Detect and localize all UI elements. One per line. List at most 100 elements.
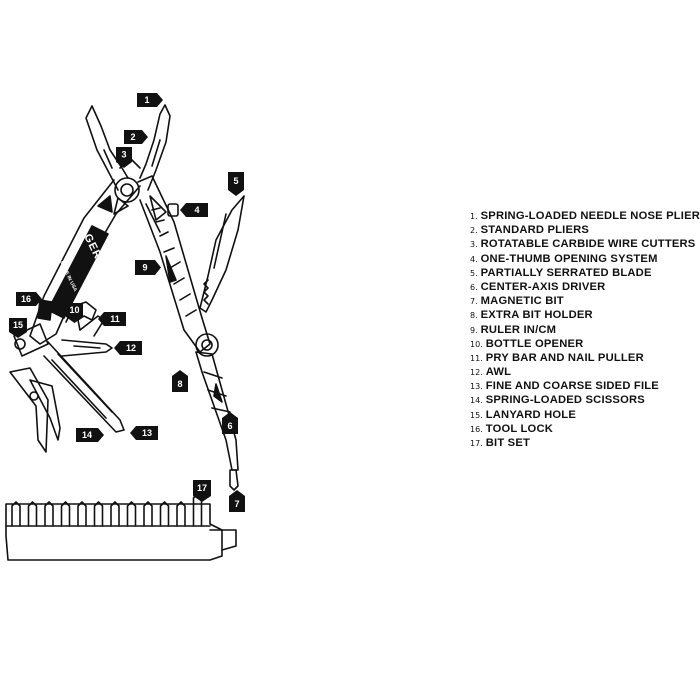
left-handle: [29, 179, 141, 345]
callout-number: 13: [142, 428, 152, 438]
bit-set: [5, 503, 237, 561]
bit: [60, 501, 71, 527]
callout-number: 7: [234, 499, 239, 509]
callout-number: 4: [194, 205, 199, 215]
callout-number: 9: [142, 263, 147, 273]
callout-7: 7: [229, 490, 245, 512]
legend-number: 3.: [470, 240, 478, 250]
callout-tag: [98, 312, 126, 326]
callout-tag: [193, 480, 211, 502]
bit: [110, 501, 120, 527]
bit: [159, 501, 170, 527]
legend-label: BOTTLE OPENER: [485, 337, 584, 350]
callout-tag: [228, 172, 244, 196]
legend-number: 16.: [470, 424, 483, 434]
callout-3: 3: [116, 147, 132, 168]
legend-item: 17.BIT SET: [470, 434, 700, 449]
brand-band: [47, 225, 109, 319]
thumb-stud: [167, 203, 179, 217]
callout-tag: [229, 490, 245, 512]
legend-item: 12.AWL: [470, 363, 700, 379]
legend-number: 10.: [470, 339, 483, 349]
legend-label: RULER IN/CM: [480, 323, 557, 336]
legend-number: 9.: [470, 325, 478, 335]
callout-number: 3: [121, 150, 126, 160]
tool-lock: [37, 299, 53, 321]
bit: [11, 501, 21, 527]
callout-13: 13: [130, 426, 158, 440]
bit: [44, 501, 54, 527]
legend-label: PRY BAR AND NAIL PULLER: [485, 351, 644, 364]
callout-tag: [137, 93, 163, 107]
driver-pivot: [195, 333, 219, 357]
legend-label: CENTER-AXIS DRIVER: [480, 280, 606, 293]
legend-item: 6.CENTER-AXIS DRIVER: [470, 278, 700, 293]
callout-4: 4: [180, 203, 208, 217]
callout-number: 10: [69, 305, 79, 315]
callout-number: 16: [21, 294, 31, 304]
scissors: [9, 367, 61, 453]
legend-item: 16.TOOL LOCK: [470, 420, 700, 435]
bit: [126, 501, 137, 527]
legend-item: 8.EXTRA BIT HOLDER: [470, 306, 700, 322]
legend-label: SPRING-LOADED SCISSORS: [485, 394, 645, 407]
legend-number: 14.: [470, 396, 483, 406]
bit: [27, 501, 38, 527]
callout-11: 11: [98, 312, 126, 326]
legend-label: MAGNETIC BIT: [480, 295, 564, 308]
callout-14: 14: [76, 428, 104, 442]
legend-label: ROTATABLE CARBIDE WIRE CUTTERS: [480, 238, 696, 251]
callout-number: 17: [197, 483, 207, 493]
callout-tag: [124, 130, 148, 144]
callout-2: 2: [124, 130, 148, 144]
legend-item: 7.MAGNETIC BIT: [470, 292, 700, 308]
legend-label: TOOL LOCK: [485, 422, 554, 435]
legend-number: 17.: [470, 439, 483, 448]
callout-9: 9: [135, 260, 161, 275]
legend-item: 4.ONE-THUMB OPENING SYSTEM: [470, 250, 700, 265]
legend-item: 10.BOTTLE OPENER: [470, 335, 700, 350]
lanyard-hole: [13, 323, 49, 357]
legend-number: 5.: [470, 268, 478, 278]
callout-15: 15: [9, 318, 27, 338]
legend-number: 13.: [470, 382, 483, 392]
callout-number: 15: [13, 320, 23, 330]
callout-tag: [76, 428, 104, 442]
center-axis-driver: [195, 351, 239, 491]
legend-label: AWL: [485, 366, 512, 379]
legend-item: 2.STANDARD PLIERS: [470, 221, 700, 236]
right-handle: [137, 175, 211, 353]
file: [43, 341, 125, 433]
legend-label: SPRING-LOADED NEEDLE NOSE PLIERS: [480, 210, 700, 222]
legend-label: PARTIALLY SERRATED BLADE: [480, 266, 652, 279]
callout-1: 1: [137, 93, 163, 107]
bit: [93, 501, 104, 527]
callout-number: 8: [177, 379, 182, 389]
bit: [143, 501, 153, 527]
callout-tag: [116, 147, 132, 168]
legend-number: 8.: [470, 311, 478, 321]
callout-number: 5: [233, 176, 238, 186]
callout-5: 5: [228, 172, 244, 196]
legend-label: EXTRA BIT HOLDER: [480, 309, 593, 322]
legend-number: 2.: [470, 226, 478, 236]
legend-item: 14.SPRING-LOADED SCISSORS: [470, 391, 700, 407]
callout-tag: [16, 292, 42, 306]
legend-item: 13.FINE AND COARSE SIDED FILE: [470, 377, 700, 392]
callout-tag: [172, 370, 188, 392]
callout-tag: [66, 303, 83, 323]
legend-number: 4.: [470, 254, 478, 264]
legend-number: 1.: [470, 212, 478, 221]
legend-item: 1.SPRING-LOADED NEEDLE NOSE PLIERS: [470, 207, 700, 222]
callout-number: 1: [144, 95, 149, 105]
callout-number: 11: [110, 314, 120, 324]
legend-item: 5.PARTIALLY SERRATED BLADE: [470, 264, 700, 279]
awl: [61, 339, 113, 357]
callout-number: 2: [130, 132, 135, 142]
callout-tag: [135, 260, 161, 275]
callout-12: 12: [114, 341, 142, 355]
bit: [176, 501, 186, 527]
callout-number: 6: [227, 421, 232, 431]
callout-number: 14: [82, 430, 92, 440]
